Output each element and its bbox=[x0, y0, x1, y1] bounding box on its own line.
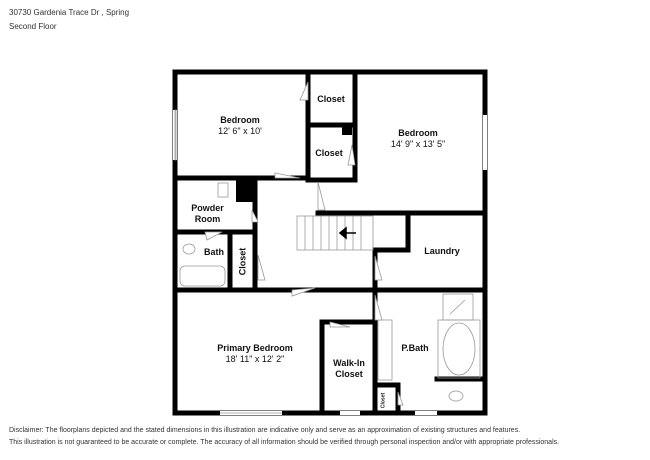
floor-label: Second Floor bbox=[9, 22, 57, 31]
room-bath: Bath bbox=[204, 247, 224, 257]
disclaimer-line-2: This illustration is not guaranteed to b… bbox=[9, 439, 560, 446]
room-closet-3: Closet bbox=[237, 247, 248, 276]
room-closet-4: Closet bbox=[380, 392, 387, 409]
room-walk-in-closet: Walk-In Closet bbox=[333, 358, 365, 379]
room-p-bath: P.Bath bbox=[401, 343, 429, 353]
disclaimer-line-1: Disclaimer: The floorplans depicted and … bbox=[9, 427, 521, 434]
room-closet-2: Closet bbox=[315, 148, 343, 158]
room-closet-1: Closet bbox=[317, 94, 345, 104]
property-address: 30730 Gardenia Trace Dr , Spring bbox=[9, 8, 130, 17]
room-powder-room: Powder Room bbox=[191, 203, 224, 224]
room-laundry: Laundry bbox=[424, 246, 460, 256]
